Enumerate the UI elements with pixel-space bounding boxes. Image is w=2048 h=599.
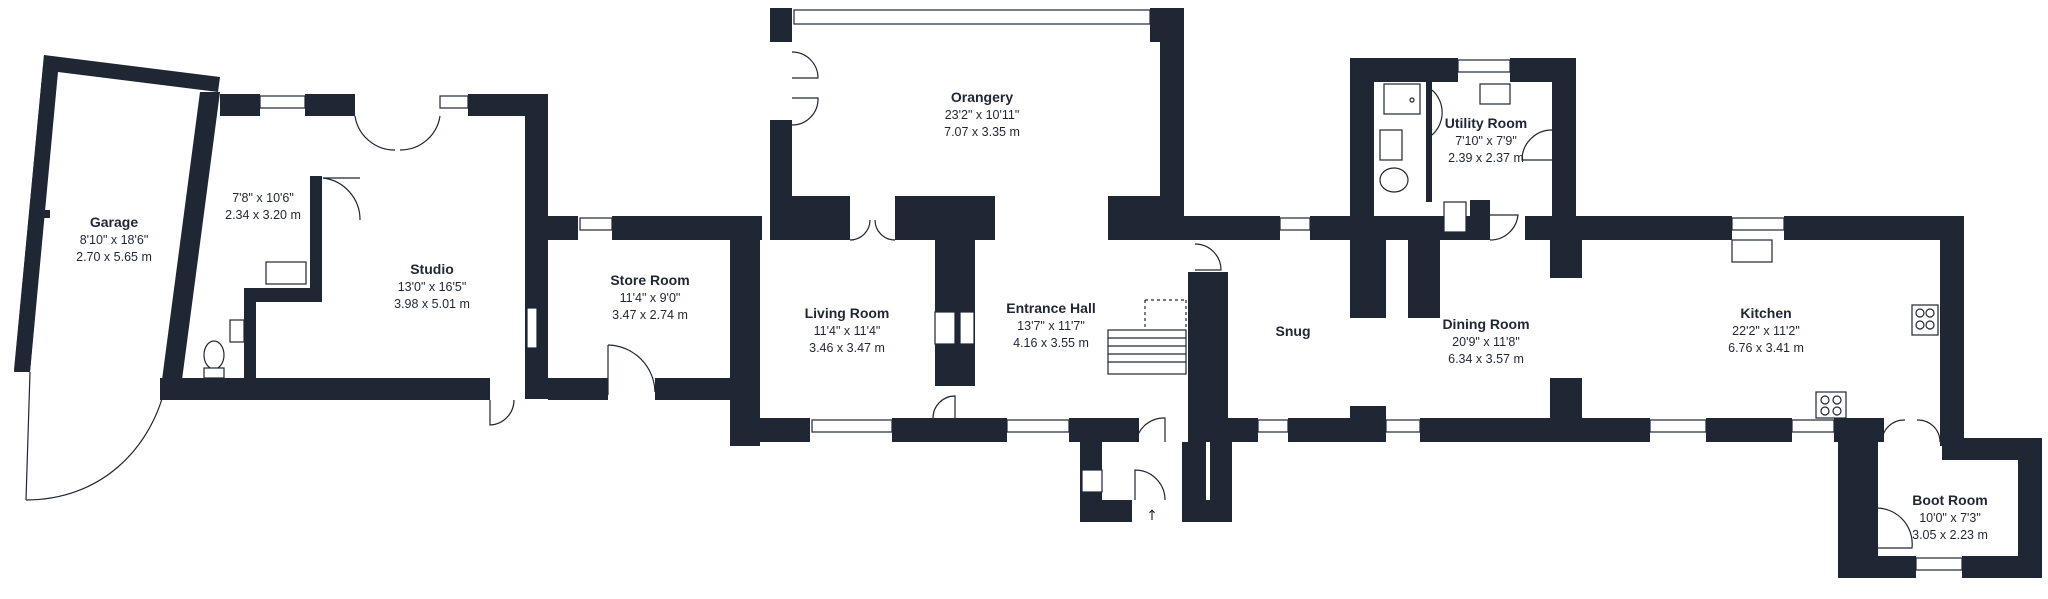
room-size-imperial: 7'8" x 10'6" xyxy=(232,191,294,205)
store-room-walls xyxy=(548,216,762,446)
room-name: Dining Room xyxy=(1442,316,1530,332)
room-name: Kitchen xyxy=(1740,305,1792,321)
room-size-metric: 6.34 x 3.57 m xyxy=(1448,351,1524,366)
entrance-arrow-icon: ↑ xyxy=(1146,508,1158,524)
room-size-metric: 3.47 x 2.74 m xyxy=(612,307,688,322)
room-name: Entrance Hall xyxy=(1006,300,1096,316)
entrance-hall-walls: ↑ xyxy=(1078,243,1232,524)
room-size-imperial: 22'2" x 11'2" xyxy=(1732,323,1800,338)
room-size-imperial: 11'4" x 11'4" xyxy=(813,323,881,338)
room-label-dining-room: Dining Room 20'9" x 11'8" 6.34 x 3.57 m xyxy=(1442,315,1529,368)
room-size-metric: 2.34 x 3.20 m xyxy=(225,207,301,222)
room-size-metric: 4.16 x 3.55 m xyxy=(1013,335,1089,350)
room-label-snug: Snug xyxy=(1276,322,1311,341)
room-size-metric: 3.98 x 5.01 m xyxy=(394,296,470,311)
room-size-imperial: 11'4" x 9'0" xyxy=(619,290,681,305)
living-room-walls xyxy=(740,236,1139,442)
room-size-metric: 7.07 x 3.35 m xyxy=(944,124,1020,139)
room-label-store-room: Store Room 11'4" x 9'0" 3.47 x 2.74 m xyxy=(610,271,689,324)
room-size-imperial: 13'0" x 16'5" xyxy=(397,279,467,294)
main-front-walls xyxy=(1228,238,1939,442)
room-size-metric: 2.39 x 2.37 m xyxy=(1448,150,1524,165)
room-size-imperial: 23'2" x 10'11" xyxy=(944,107,1020,122)
room-size-imperial: 10'0" x 7'3" xyxy=(1919,510,1981,525)
room-name: Snug xyxy=(1275,323,1311,339)
boot-room-walls xyxy=(1838,418,2042,578)
room-label-living-room: Living Room 11'4" x 11'4" 3.46 x 3.47 m xyxy=(805,304,890,357)
staircase-icon xyxy=(1107,299,1187,375)
room-name: Orangery xyxy=(950,89,1014,105)
room-name: Utility Room xyxy=(1444,115,1528,131)
room-size-metric: 6.76 x 3.41 m xyxy=(1728,340,1804,355)
room-label-small-room: 7'8" x 10'6" 2.34 x 3.20 m xyxy=(225,190,301,224)
room-size-metric: 2.70 x 5.65 m xyxy=(76,249,152,264)
studio-walls xyxy=(160,94,548,426)
room-size-metric: 3.05 x 2.23 m xyxy=(1912,527,1988,542)
room-name: Boot Room xyxy=(1912,492,1988,508)
room-label-entrance-hall: Entrance Hall 13'7" x 11'7" 4.16 x 3.55 … xyxy=(1006,299,1095,352)
main-back-walls xyxy=(1184,201,1964,446)
utility-room-walls xyxy=(1350,58,1576,241)
room-label-utility-room: Utility Room 7'10" x 7'9" 2.39 x 2.37 m xyxy=(1445,114,1527,167)
room-size-imperial: 7'10" x 7'9" xyxy=(1455,133,1517,148)
garage-walls xyxy=(14,55,220,501)
room-name: Studio xyxy=(410,261,454,277)
room-size-imperial: 8'10" x 18'6" xyxy=(79,232,149,247)
room-name: Living Room xyxy=(804,305,890,321)
room-label-orangery: Orangery 23'2" x 10'11" 7.07 x 3.35 m xyxy=(944,88,1020,141)
room-label-kitchen: Kitchen 22'2" x 11'2" 6.76 x 3.41 m xyxy=(1728,304,1804,357)
room-size-imperial: 20'9" x 11'8" xyxy=(1452,334,1520,349)
room-label-boot-room: Boot Room 10'0" x 7'3" 3.05 x 2.23 m xyxy=(1912,491,1988,544)
orangery-walls xyxy=(770,8,1184,241)
room-label-garage: Garage 8'10" x 18'6" 2.70 x 5.65 m xyxy=(76,213,152,266)
room-name: Garage xyxy=(89,214,139,230)
room-size-metric: 3.46 x 3.47 m xyxy=(809,340,885,355)
room-label-studio: Studio 13'0" x 16'5" 3.98 x 5.01 m xyxy=(394,260,470,313)
room-name: Store Room xyxy=(610,272,690,288)
room-size-imperial: 13'7" x 11'7" xyxy=(1017,318,1085,333)
